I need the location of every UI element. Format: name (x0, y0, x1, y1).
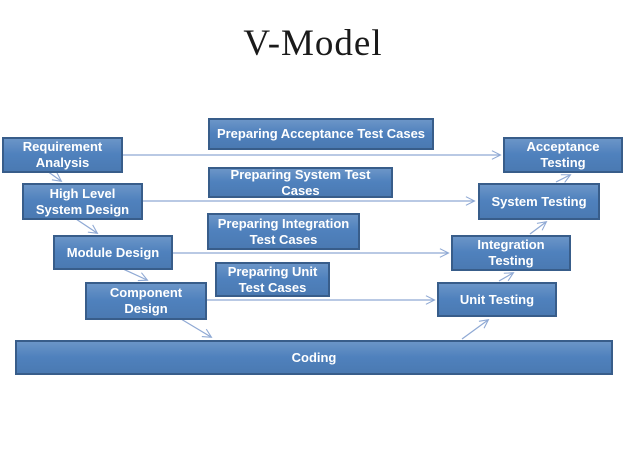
box-unit-testing: Unit Testing (437, 282, 557, 317)
box-label: Acceptance Testing (526, 139, 600, 170)
box-label: Integration Testing (477, 237, 545, 268)
connector-coding-to-unit-testing (461, 320, 488, 340)
box-component-design: Component Design (85, 282, 207, 320)
box-preparing-unit-test-cases: Preparing Unit Test Cases (215, 262, 330, 297)
box-label: Preparing Acceptance Test Cases (216, 126, 426, 142)
box-system-testing: System Testing (478, 183, 600, 220)
box-preparing-acceptance-test-cases: Preparing Acceptance Test Cases (208, 118, 434, 150)
box-label: Coding (291, 349, 337, 365)
connector-hlsd-to-module (75, 218, 97, 233)
connector-system-to-acceptance (555, 175, 570, 182)
box-coding: Coding (15, 340, 613, 375)
box-acceptance-testing: Acceptance Testing (503, 137, 623, 173)
box-integration-testing: Integration Testing (451, 235, 571, 271)
box-label: Requirement Analysis (22, 139, 103, 170)
connector-component-to-coding (180, 318, 211, 337)
connector-integration-to-system (529, 222, 546, 235)
box-label: Component Design (109, 285, 183, 316)
page-title: V-Model (243, 23, 383, 64)
box-module-design: Module Design (53, 235, 173, 270)
connector-module-to-component (122, 268, 147, 280)
box-label: Preparing Integration Test Cases (217, 215, 350, 247)
box-preparing-system-test-cases: Preparing System Test Cases (208, 167, 393, 198)
box-label: Preparing Unit Test Cases (227, 263, 318, 295)
connector-unit-to-integration (498, 273, 513, 282)
box-label: Preparing System Test Cases (230, 166, 371, 198)
box-requirement-analysis: Requirement Analysis (2, 137, 123, 173)
box-label: System Testing (491, 193, 587, 209)
box-label: Module Design (66, 244, 160, 260)
box-label: Unit Testing (459, 291, 535, 307)
box-high-level-system-design: High Level System Design (22, 183, 143, 220)
box-label: High Level System Design (35, 185, 130, 217)
box-preparing-integration-test-cases: Preparing Integration Test Cases (207, 213, 360, 250)
